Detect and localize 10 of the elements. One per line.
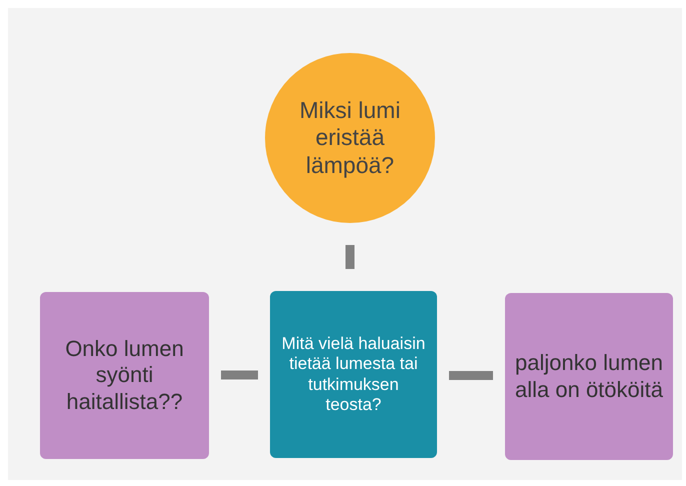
question-box: [40, 292, 209, 459]
connector-line: [449, 371, 493, 380]
node-text: paljonko lumen alla on ötököitä: [514, 350, 664, 403]
connector-line: [346, 245, 354, 269]
central-box: [270, 291, 437, 458]
node-text: Mitä vielä haluaisin tietää lumesta tai tutkimuksen teosta?: [280, 334, 426, 416]
node-text: Miksi lumi eristää lämpöä?: [298, 96, 402, 180]
question-box: [505, 293, 673, 460]
connector-line: [221, 370, 258, 380]
node-text: Onko lumen syönti haitallista??: [64, 336, 185, 416]
